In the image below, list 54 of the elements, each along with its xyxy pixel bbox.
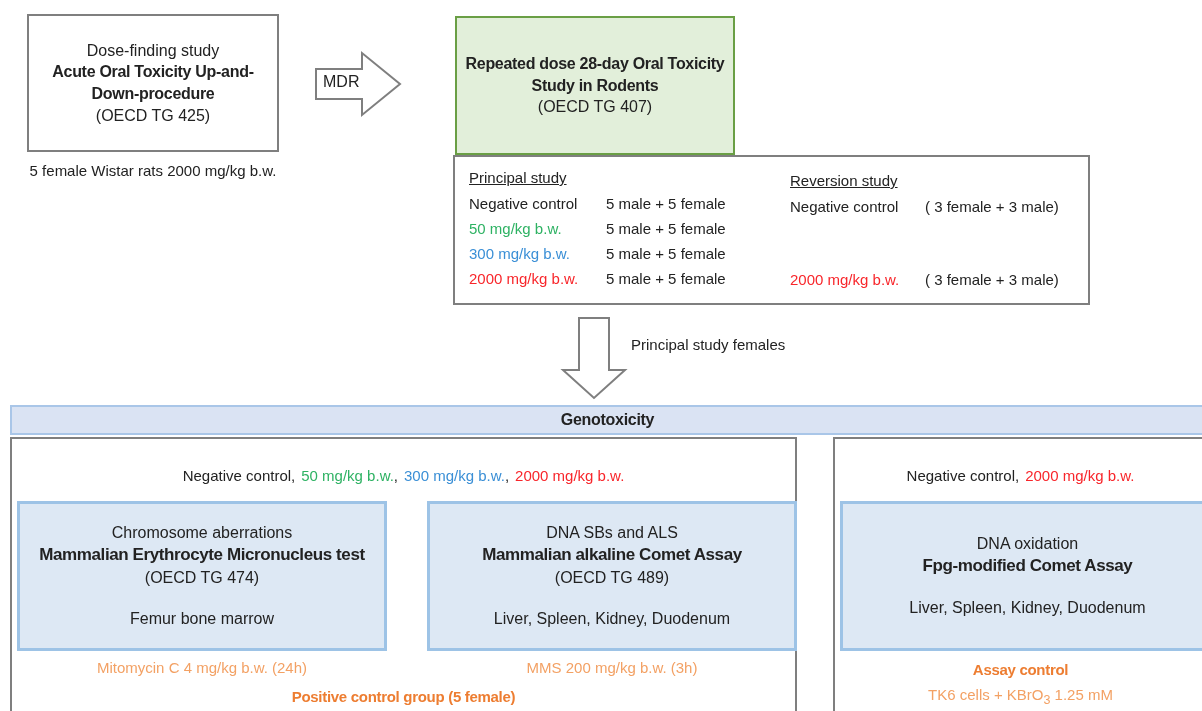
group-size-label: 5 male + 5 female (606, 220, 726, 237)
assay-box (427, 501, 797, 651)
tissue-label: Liver, Spleen, Kidney, Duodenum (909, 598, 1146, 619)
positive-control-text: Mitomycin C 4 mg/kg b.w. (24h) (95, 658, 309, 678)
animal-group-text: 5 female Wistar rats 2000 mg/kg b.w. (28, 161, 278, 181)
block-arrow (560, 317, 628, 400)
dose-group-label: Negative control, (182, 467, 296, 484)
endpoint-label: Chromosome aberrations (111, 523, 293, 544)
tissue-label: Femur bone marrow (129, 609, 274, 630)
assay-box (17, 501, 387, 651)
guideline-label: (OECD TG 407) (537, 97, 653, 118)
endpoint-label: DNA SBs and ALS (546, 523, 678, 544)
section-band (10, 405, 1202, 435)
group-label: Negative control (790, 198, 899, 215)
study-box (455, 16, 735, 155)
group-size-label: ( 3 female + 3 male) (925, 198, 1059, 215)
dose-label: 50 mg/kg b.w. (469, 220, 562, 237)
guideline-label: (OECD TG 489) (554, 567, 670, 588)
dose-group-label: 50 mg/kg b.w., (301, 467, 398, 484)
section-heading: Genotoxicity (560, 410, 655, 431)
study-title: Acute Oral Toxicity Up-and-Down-procedure (51, 62, 255, 104)
group-size-label: ( 3 female + 3 male) (925, 271, 1059, 288)
group-size-label: 5 male + 5 female (606, 270, 726, 287)
edge-label: Principal study females (630, 336, 787, 353)
process-box (27, 14, 279, 152)
group-label: Negative control (469, 195, 578, 212)
study-type-text: Dose-finding study (86, 40, 220, 61)
assay-control-heading: Assay control (971, 660, 1070, 680)
dose-group-label: 300 mg/kg b.w., (404, 467, 510, 484)
positive-control-label: Positive control group (5 female) (290, 687, 517, 707)
positive-control-text: MMS 200 mg/kg b.w. (3h) (525, 658, 699, 678)
dose-label: 2000 mg/kg b.w. (469, 270, 579, 287)
dose-label: 2000 mg/kg b.w. (790, 271, 900, 288)
endpoint-label: DNA oxidation (976, 533, 1079, 554)
test-name: Mammalian Erythrocyte Micronucleus test (39, 543, 365, 566)
column-heading: Principal study (469, 169, 567, 186)
assay-control-text: TK6 cells + KBrO$_{3}$ 1.25 mM (927, 685, 1114, 709)
test-name: Fpg-modified Comet Assay (922, 554, 1133, 577)
process-box (453, 155, 1090, 305)
group-size-label: 5 male + 5 female (606, 245, 726, 262)
assay-box (840, 501, 1202, 651)
group-size-label: 5 male + 5 female (606, 195, 726, 212)
group-panel (10, 437, 797, 711)
dose-label: 300 mg/kg b.w. (469, 245, 570, 262)
guideline-label: (OECD TG 425) (95, 105, 211, 126)
column-heading: Reversion study (790, 172, 898, 189)
dose-group-label: Negative control, (906, 467, 1020, 484)
group-panel (833, 437, 1202, 711)
study-title: Repeated dose 28-day Oral Toxicity Study in Rodents (464, 54, 726, 96)
guideline-label: (OECD TG 474) (144, 567, 260, 588)
dose-group-label: 2000 mg/kg b.w. (1025, 467, 1135, 484)
dose-group-label: 2000 mg/kg b.w. (515, 467, 625, 484)
test-name: Mammalian alkaline Comet Assay (482, 543, 742, 566)
tissue-label: Liver, Spleen, Kidney, Duodenum (493, 609, 731, 630)
